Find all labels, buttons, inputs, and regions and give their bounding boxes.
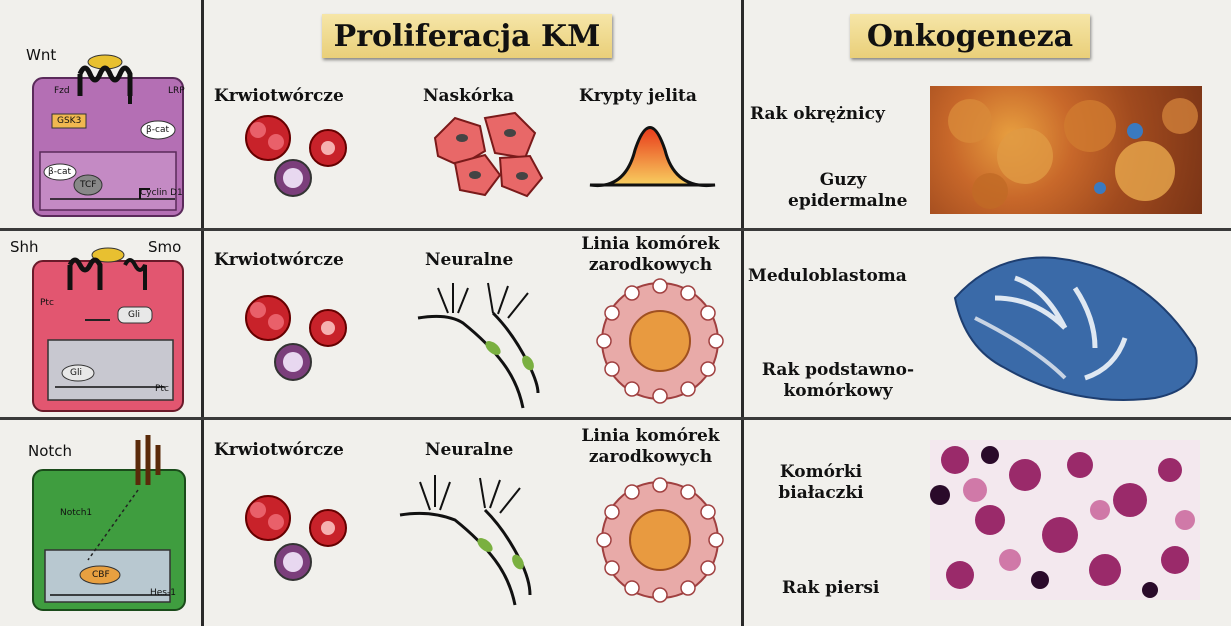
- epidermal-cells-icon: [430, 108, 550, 198]
- row-divider-1: [0, 228, 1231, 231]
- cancer-leukemia-cells: Komórki białaczki: [766, 462, 876, 504]
- leukemia-cells-image: [930, 440, 1200, 600]
- header-oncogenesis: Onkogeneza: [850, 14, 1090, 58]
- cell-label-hematopoietic-1: Krwiotwórcze: [214, 86, 344, 107]
- shh-label-ptc-2: Ptc: [155, 384, 169, 394]
- colon-cancer-texture: [930, 86, 1202, 214]
- germ-line-cells-icon-2: [590, 474, 730, 609]
- cell-label-germ-line-1: Linia komórek zarodkowych: [563, 234, 738, 276]
- row-divider-2: [0, 417, 1231, 420]
- cell-label-intestinal-crypts: Krypty jelita: [579, 86, 697, 107]
- wnt-label-gsk3: GSK3: [57, 116, 81, 126]
- cell-label-neural-2: Neuralne: [425, 440, 513, 461]
- cell-label-neural-1: Neuralne: [425, 250, 513, 271]
- cell-label-epidermal: Naskórka: [423, 86, 514, 107]
- germ-line-cells-icon-1: [590, 276, 730, 406]
- intestinal-crypt-icon: [585, 105, 725, 195]
- hematopoietic-cells-icon: [238, 110, 378, 200]
- shh-label-gli-1: Gli: [128, 310, 140, 320]
- cell-label-hematopoietic-2: Krwiotwórcze: [214, 250, 344, 271]
- wnt-label-fzd: Fzd: [54, 86, 70, 96]
- column-divider-1: [201, 0, 204, 626]
- wnt-label-cyclin: Cyclin D1: [140, 188, 183, 198]
- neural-cells-icon-2: [400, 470, 550, 600]
- cell-label-germ-line-2: Linia komórek zarodkowych: [563, 426, 738, 468]
- cancer-colon: Rak okrężnicy: [750, 104, 885, 125]
- neural-cells-icon-1: [418, 278, 558, 398]
- notch-label-notch1: Notch1: [60, 508, 92, 518]
- shh-label-gli-2: Gli: [70, 368, 82, 378]
- hematopoietic-cells-icon-2: [238, 290, 378, 385]
- header-proliferation: Proliferacja KM: [322, 14, 612, 58]
- wnt-label-tcf: TCF: [80, 180, 96, 190]
- cell-label-hematopoietic-3: Krwiotwórcze: [214, 440, 344, 461]
- wnt-label-lrp: LRP: [168, 86, 185, 96]
- cancer-basal-cell: Rak podstawno-komórkowy: [748, 360, 928, 402]
- medulloblastoma-image: [935, 248, 1205, 408]
- hematopoietic-cells-icon-3: [238, 490, 378, 585]
- notch-label-cbf: CBF: [92, 570, 110, 580]
- cancer-medulloblastoma: Meduloblastoma: [748, 266, 907, 287]
- wnt-label-bcat-2: β-cat: [48, 167, 71, 177]
- shh-label-ptc: Ptc: [40, 298, 54, 308]
- notch-label-hes1: Hes-1: [150, 588, 176, 598]
- wnt-label-bcat-1: β-cat: [146, 125, 169, 135]
- cancer-epidermal-tumors: Guzy epidermalne: [788, 170, 898, 212]
- column-divider-2: [741, 0, 744, 626]
- cancer-breast: Rak piersi: [782, 578, 879, 599]
